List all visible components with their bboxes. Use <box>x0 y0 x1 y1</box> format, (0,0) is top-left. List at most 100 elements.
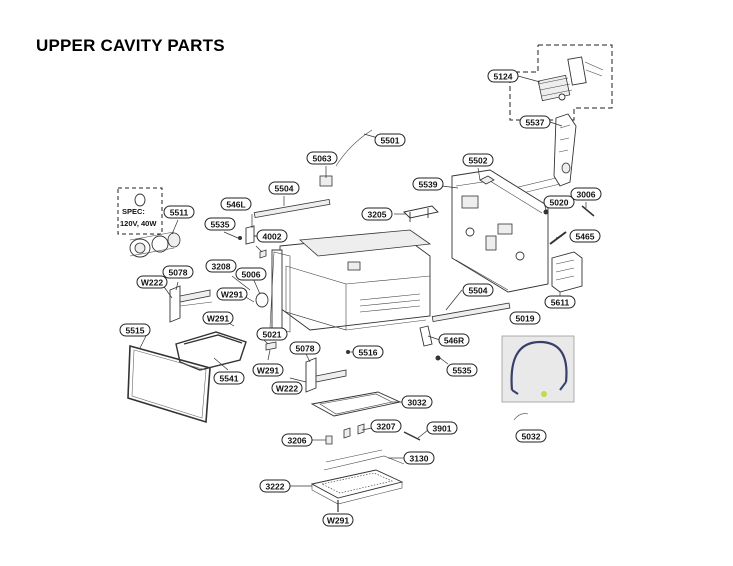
callout-text: 5511 <box>170 208 189 218</box>
callout-text: W291 <box>221 290 243 300</box>
callout-3205: 3205 <box>361 207 393 221</box>
callout-text: 3207 <box>377 422 396 432</box>
callout-oval <box>374 133 406 147</box>
callout-oval <box>281 433 313 447</box>
callout-text: 3901 <box>433 424 452 434</box>
callout-5019: 5019 <box>509 311 541 325</box>
callout-text: 5019 <box>516 314 535 324</box>
callout-oval <box>543 195 575 209</box>
part-5535-b <box>435 355 441 361</box>
callout-text: 5516 <box>359 348 378 358</box>
callout-text: 5502 <box>469 156 488 166</box>
part-3205 <box>403 205 439 222</box>
callout-oval <box>202 311 234 325</box>
part-5501-wire <box>335 129 373 167</box>
callout-5006: 5006 <box>235 267 267 281</box>
callout-oval <box>271 381 303 395</box>
callout-W291c: W291 <box>252 363 284 377</box>
part-5539-rear-panel <box>451 169 549 293</box>
callout-text: 5535 <box>453 366 472 376</box>
callout-5078b: 5078 <box>289 341 321 355</box>
spec-line-2: 120V, 40W <box>120 219 157 228</box>
callout-text: 5535 <box>211 220 230 230</box>
callout-text: 3205 <box>368 210 387 220</box>
callout-3206: 3206 <box>281 433 313 447</box>
page-title: UPPER CAVITY PARTS <box>36 36 225 55</box>
callout-text: 3222 <box>266 482 285 492</box>
callout-oval <box>213 371 245 385</box>
callout-text: W291 <box>257 366 279 376</box>
callout-5539: 5539 <box>412 177 444 191</box>
part-3206 <box>325 435 333 445</box>
callout-3208: 3208 <box>205 259 237 273</box>
callout-3006: 3006 <box>570 187 602 201</box>
callout-text: W291 <box>327 516 349 526</box>
part-5515-gasket <box>127 344 211 424</box>
part-3901 <box>403 431 421 441</box>
callout-W222a: W222 <box>136 275 168 289</box>
callout-text: W222 <box>276 384 298 394</box>
callout-oval <box>412 177 444 191</box>
callout-text: 5537 <box>526 118 545 128</box>
callout-oval <box>289 341 321 355</box>
part-5504-upper-rail <box>253 198 331 219</box>
part-5511-lamp-socket <box>129 231 181 258</box>
callout-oval <box>306 151 338 165</box>
callout-oval <box>322 513 354 527</box>
part-5516 <box>346 350 350 354</box>
part-5465 <box>549 231 567 245</box>
callout-oval <box>401 395 433 409</box>
callout-oval <box>426 421 458 435</box>
callout-text: 3032 <box>408 398 427 408</box>
part-546R <box>419 325 433 347</box>
callout-oval <box>204 217 236 231</box>
dashed-outline-5124 <box>509 44 613 121</box>
callout-5611: 5611 <box>544 295 576 309</box>
part-5611 <box>551 251 583 293</box>
callout-text: 3130 <box>410 454 429 464</box>
callout-546L: 546L <box>220 197 252 211</box>
part-5021 <box>265 341 277 351</box>
callout-W291b: W291 <box>202 311 234 325</box>
callout-oval <box>438 333 470 347</box>
callout-text: 5032 <box>522 432 541 442</box>
callout-oval <box>519 115 551 129</box>
callout-oval <box>570 187 602 201</box>
part-3222-bottom-tray <box>310 469 404 505</box>
part-5537-duct <box>485 113 577 203</box>
callout-oval <box>462 283 494 297</box>
callout-5078a: 5078 <box>162 265 194 279</box>
callout-W291d: W291 <box>322 513 354 527</box>
callout-oval <box>252 363 284 377</box>
callout-oval <box>136 275 168 289</box>
callout-text: 546R <box>444 336 464 346</box>
callout-5021: 5021 <box>256 327 288 341</box>
callout-text: 5504 <box>275 184 294 194</box>
callout-5063: 5063 <box>306 151 338 165</box>
callout-oval <box>515 429 547 443</box>
callout-oval <box>487 69 519 83</box>
callout-oval <box>259 479 291 493</box>
callout-text: 5006 <box>242 270 261 280</box>
callout-text: 3206 <box>288 436 307 446</box>
spec-line-1: SPEC: <box>122 207 145 216</box>
part-5078-hinge-right <box>305 357 347 393</box>
callout-5516: 5516 <box>352 345 384 359</box>
part-5504-lower-rail <box>431 302 511 323</box>
part-5006 <box>255 292 269 308</box>
callout-3207: 3207 <box>370 419 402 433</box>
callout-5032: 5032 <box>515 429 547 443</box>
callout-oval <box>235 267 267 281</box>
part-3130-element <box>323 449 405 471</box>
part-3006 <box>581 205 595 217</box>
callout-5502: 5502 <box>462 153 494 167</box>
callout-text: 5124 <box>494 72 513 82</box>
callout-text: 5541 <box>220 374 239 384</box>
callout-546R: 546R <box>438 333 470 347</box>
callout-oval <box>544 295 576 309</box>
callout-text: 3208 <box>212 262 231 272</box>
callout-oval <box>462 153 494 167</box>
callout-text: 5078 <box>296 344 315 354</box>
